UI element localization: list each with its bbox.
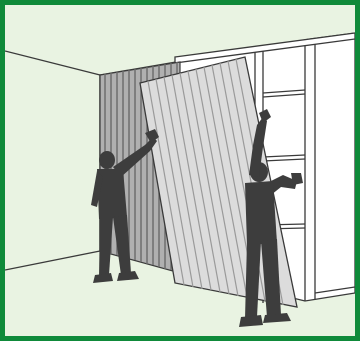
room-lines [5,51,100,270]
installation-illustration [5,5,355,336]
